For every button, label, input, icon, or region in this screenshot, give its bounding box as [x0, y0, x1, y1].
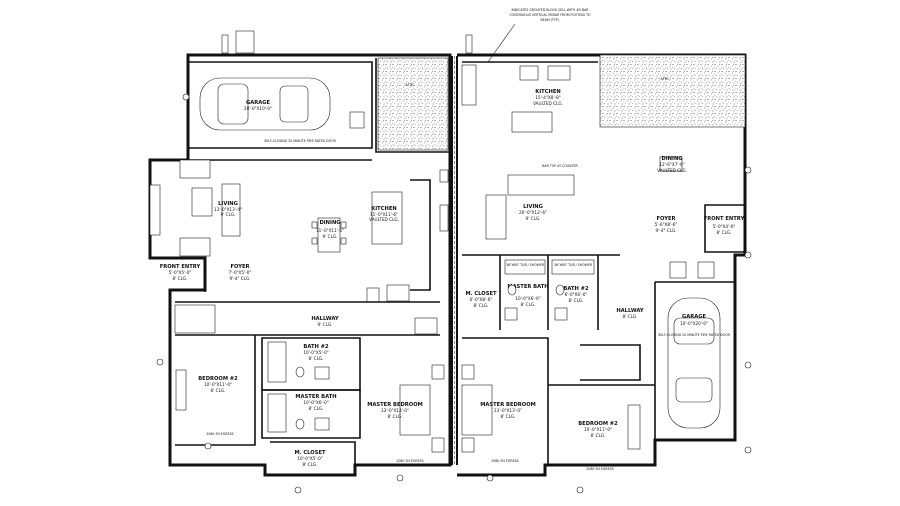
right-unit-foyer-dim-label: 5'-6"X8'-6" [655, 222, 678, 227]
left-unit-entry-name-label: FRONT ENTRY [160, 264, 201, 270]
left-unit-master-bath-dim-label: 10'-0"X6'-0" [303, 400, 328, 405]
right-unit-dining-name-label: DINING [661, 156, 682, 162]
left-unit-entry-clg-label: 8' CLG. [173, 276, 188, 281]
right-unit-closet-clg-label: 8' CLG. [474, 303, 489, 308]
right-unit-dining-dim-label: 12'-6"X7'-6" [659, 162, 684, 167]
left-unit-bedroom2-clg-label: 8' CLG. [211, 388, 226, 393]
left-unit-bath2-clg-label: 8' CLG. [309, 356, 324, 361]
left-unit-living-dim-label: 13'-0"X13'-4" [214, 207, 242, 212]
left-car [199, 77, 331, 131]
right-unit-master-bath-dim-label: 10'-0"X6'-6" [515, 296, 540, 301]
right-unit-window-sill-label: 2060 SH EGRESS [491, 459, 518, 463]
right-unit-bedroom2-dim-label: 10'-0"X11'-0" [584, 427, 612, 432]
right-unit-bedroom2-clg-label: 8' CLG. [591, 433, 606, 438]
left-unit-master-bath-clg-label: 8' CLG. [309, 406, 324, 411]
right-unit-hallway-name-label: HALLWAY [616, 308, 644, 314]
right-sofa [507, 174, 575, 196]
notes-counter-label: BAR TOP AT COUNTER [542, 164, 578, 168]
right-unit-kitchen-name-label: KITCHEN [535, 89, 561, 95]
right-unit-living-clg-label: 9' CLG. [526, 216, 541, 221]
left-unit-living-name-label: LIVING [218, 201, 238, 207]
right-unit-entry-clg-label: 8' CLG. [717, 230, 732, 235]
left-unit-bedroom2-dim-label: 10'-0"X11'-0" [204, 382, 232, 387]
right-unit-entry-name-label: FRONT ENTRY [704, 216, 745, 222]
left-unit: ATTIC GARAGE 20'-0"X10'-0" SELF-CLOSING … [148, 53, 452, 477]
right-unit-closet-name-label: M. CLOSET [465, 291, 497, 297]
right-unit-master-bath-clg-label: 8' CLG. [521, 302, 536, 307]
right-master-bed [461, 384, 493, 436]
left-unit-closet-clg-label: 8' CLG. [303, 462, 318, 467]
right-unit-bath2-dim-label: 6'-0"X6'-0" [565, 292, 588, 297]
right-unit-living-dim-label: 20'-0"X12'-6" [519, 210, 547, 215]
notes-attic-left-label: ATTIC [406, 83, 416, 87]
right-unit-bath2-clg-label: 8' CLG. [569, 298, 584, 303]
left-unit-foyer-clg-label: 9'-4" CLG. [229, 276, 250, 281]
left-unit-entry-dim-label: 5'-0"X5'-0" [169, 270, 192, 275]
left-master-bed [399, 384, 431, 436]
left-unit-bath2-dim-label: 10'-0"X5'-0" [303, 350, 328, 355]
left-unit-hallway-clg-label: 9' CLG. [318, 322, 333, 327]
left-unit-master-bedroom-clg-label: 8' CLG. [388, 414, 403, 419]
note-line-1: INDICATES GROUTED BLOCK CELL WITH #5 BAR [511, 8, 589, 12]
left-unit-living-clg-label: 9' CLG. [221, 212, 236, 217]
right-unit-garage-dim-label: 10'-0"X20'-0" [680, 321, 708, 326]
right-car [667, 297, 721, 429]
right-unit: ATTIC KITCHEN 15'-4"X8'-8" VAULTED CLG. … [457, 53, 747, 477]
kitchen-island [511, 111, 553, 133]
left-unit-foyer-name-label: FOYER [230, 264, 249, 270]
right-unit-entry-dim-label: 5'-0"X4'-0" [713, 224, 736, 229]
right-unit-kitchen-dim-label: 15'-4"X8'-8" [535, 95, 560, 100]
right-unit-master-bath-name-label: MASTER BATH [507, 284, 548, 290]
left-unit-dining-dim-label: 11'-0"X11'-6" [316, 228, 344, 233]
right-unit-master-bedroom-name-label: MASTER BEDROOM [480, 402, 536, 408]
note-line-3: BEAM (TYP.) [541, 18, 560, 22]
left-unit-master-bath-name-label: MASTER BATH [295, 394, 336, 400]
left-unit-garage-note-label: SELF-CLOSING 20 MINUTE FIRE RATED DOOR [264, 139, 336, 143]
left-unit-closet-name-label: M. CLOSET [294, 450, 326, 456]
right-unit-living-name-label: LIVING [523, 204, 543, 210]
right-unit-bath2-name-label: BATH #2 [563, 286, 589, 292]
right-unit-window-sill-label: 2060 SH EGRESS [586, 467, 613, 471]
left-unit-kitchen-clg-label: VAULTED CLG. [369, 217, 399, 222]
right-unit-shower2-label: 36"X60" TUB / SHOWER [554, 263, 593, 267]
right-unit-foyer-name-label: FOYER [656, 216, 675, 222]
right-unit-shower-label: 36"X60" TUB / SHOWER [506, 263, 545, 267]
left-unit-foyer-dim-label: 7'-0"X5'-0" [229, 270, 252, 275]
left-unit-garage-name-label: GARAGE [246, 100, 271, 106]
left-unit-bath2-name-label: BATH #2 [303, 344, 329, 350]
right-unit-hallway-clg-label: 8' CLG. [623, 314, 638, 319]
right-unit-kitchen-clg-label: VAULTED CLG. [533, 101, 563, 106]
left-unit-garage-dim-label: 20'-0"X10'-0" [244, 106, 272, 111]
right-attic [599, 54, 746, 128]
note-line-2: CONTINUOUS VERTICAL REBAR FROM FOOTING T… [509, 13, 591, 17]
notes-attic-right-label: ATTIC [661, 77, 671, 81]
right-unit-master-bedroom-dim-label: 13'-0"X13'-0" [494, 408, 522, 413]
left-unit-hallway-name-label: HALLWAY [311, 316, 339, 322]
left-unit-bedroom2-name-label: BEDROOM #2 [198, 376, 238, 382]
left-unit-window-sill-label: 2060 SH EGRESS [396, 459, 423, 463]
left-unit-window-sill-label: 2060 SH EGRESS [206, 432, 233, 436]
right-unit-dining-clg-label: VAULTED CLG. [657, 168, 687, 173]
left-unit-closet-dim-label: 10'-0"X5'-0" [297, 456, 322, 461]
grid-markers [156, 93, 752, 494]
party-wall [451, 56, 458, 465]
right-unit-garage-note-label: SELF-CLOSING 20 MINUTE FIRE RATED DOOR [658, 333, 730, 337]
left-unit-dining-clg-label: 9' CLG. [323, 234, 338, 239]
left-unit-kitchen-name-label: KITCHEN [371, 206, 397, 212]
right-unit-foyer-clg-label: 9'-4" CLG. [655, 228, 676, 233]
left-attic [377, 57, 449, 151]
chimney-posts [221, 30, 473, 54]
right-unit-master-bedroom-clg-label: 8' CLG. [501, 414, 516, 419]
right-unit-bedroom2-name-label: BEDROOM #2 [578, 421, 618, 427]
right-unit-garage-name-label: GARAGE [682, 314, 707, 320]
right-unit-closet-dim-label: 6'-0"X8'-6" [470, 297, 493, 302]
left-unit-master-bedroom-name-label: MASTER BEDROOM [367, 402, 423, 408]
left-unit-kitchen-dim-label: 11'-0"X11'-6" [370, 212, 398, 217]
left-unit-dining-name-label: DINING [319, 220, 340, 226]
left-unit-master-bedroom-dim-label: 13'-0"X14'-0" [381, 408, 409, 413]
